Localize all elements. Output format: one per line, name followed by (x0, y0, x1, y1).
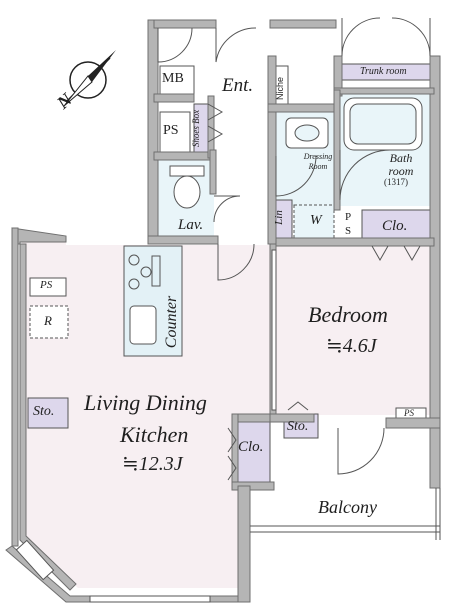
stove-panel (151, 255, 161, 287)
washbasin-bowl (294, 124, 320, 142)
label-bathroom-size: (1317) (384, 177, 408, 187)
label-trunk-room: Trunk room (360, 66, 407, 77)
label-lav: Lav. (178, 217, 204, 233)
balcony-railing (250, 488, 441, 540)
label-closet-bedroom: Clo. (382, 218, 408, 234)
label-ps-living: PS (40, 279, 53, 291)
compass-icon (63, 50, 116, 107)
storage-living (27, 397, 69, 429)
closet-living (235, 421, 271, 485)
label-balcony: Balcony (318, 497, 377, 517)
label-storage-bedroom: Sto. (287, 419, 309, 434)
label-refrigerator: R (44, 313, 52, 328)
stove-burner (128, 278, 140, 290)
label-dressing-room: Dressing Room (303, 152, 333, 171)
label-ldk-line1: Living Dining (84, 390, 207, 415)
label-bedroom: Bedroom (308, 302, 388, 327)
washer-area (293, 204, 335, 240)
refrigerator-space (29, 305, 69, 339)
door-swings (157, 17, 431, 481)
label-linen: Lin (272, 210, 285, 225)
toilet-bowl (173, 175, 201, 209)
bathtub-inner (349, 103, 417, 145)
living-dining-kitchen-floor (22, 240, 270, 588)
label-storage-living: Sto. (33, 404, 55, 419)
stove-burner (128, 254, 140, 266)
bedroom-floor (276, 245, 430, 415)
windows (15, 249, 277, 603)
stove-burner (140, 266, 152, 278)
label-niche: Niche (275, 76, 286, 101)
pipe-space-living (29, 277, 67, 297)
label-ldk-line2: Kitchen (120, 422, 189, 447)
sink (129, 305, 157, 345)
pipe-space-top (159, 111, 191, 157)
label-closet-living: Clo. (238, 439, 264, 455)
label-washer: W (310, 213, 322, 228)
walls (5, 19, 441, 603)
label-mb: MB (162, 71, 184, 86)
label-ps-top: PS (163, 123, 179, 138)
label-bathroom: Bath room (388, 151, 414, 179)
entrance-floor (208, 64, 274, 104)
label-shoes-box: Shoes Box (191, 109, 202, 148)
label-ps-mid: P S (344, 211, 352, 238)
toilet-tank (169, 165, 205, 177)
label-ldk-area: ≒12.3J (122, 453, 183, 475)
meter-box (159, 65, 195, 95)
label-entrance: Ent. (222, 75, 254, 96)
label-bedroom-area: ≒4.6J (326, 335, 377, 357)
label-counter: Counter (163, 295, 181, 349)
label-ps-balcony: PS (404, 408, 414, 418)
